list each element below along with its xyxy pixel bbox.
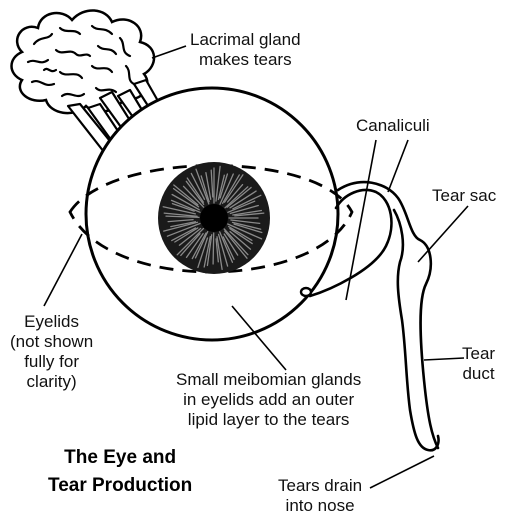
tears-drain-label-line2: into nose	[278, 496, 362, 516]
meibomian-label-line2: in eyelids add an outer	[176, 390, 361, 410]
meibomian-label: Small meibomian glands in eyelids add an…	[176, 370, 361, 430]
eyelids-label-line4: clarity)	[10, 372, 93, 392]
meibomian-label-line1: Small meibomian glands	[176, 370, 361, 390]
lacrimal-gland-label: Lacrimal gland makes tears	[190, 30, 301, 70]
iris	[158, 162, 270, 274]
tear-sac-label: Tear sac	[432, 186, 496, 206]
lacrimal-gland-label-line1: Lacrimal gland	[190, 30, 301, 50]
eyelids-label-line1: Eyelids	[10, 312, 93, 332]
tear-duct-label-line1: Tear	[462, 344, 495, 364]
canaliculi-label: Canaliculi	[356, 116, 430, 136]
tears-drain-label-line1: Tears drain	[278, 476, 362, 496]
eyelids-label-line3: fully for	[10, 352, 93, 372]
diagram-title-line2: Tear Production	[48, 472, 192, 500]
tear-duct-label: Tear duct	[462, 344, 495, 384]
canaliculi-label-text: Canaliculi	[356, 116, 430, 136]
tear-duct-label-line2: duct	[462, 364, 495, 384]
punctum	[301, 288, 311, 296]
diagram-title-line1: The Eye and	[48, 444, 192, 472]
iris-ray	[213, 233, 214, 264]
meibomian-label-line3: lipid layer to the tears	[176, 410, 361, 430]
lacrimal-gland-label-line2: makes tears	[190, 50, 301, 70]
tears-drain-label: Tears drain into nose	[278, 476, 362, 516]
tear-sac-label-text: Tear sac	[432, 186, 496, 206]
eyelids-label-line2: (not shown	[10, 332, 93, 352]
diagram-title: The Eye and Tear Production	[48, 444, 192, 500]
eyelids-label: Eyelids (not shown fully for clarity)	[10, 312, 93, 392]
